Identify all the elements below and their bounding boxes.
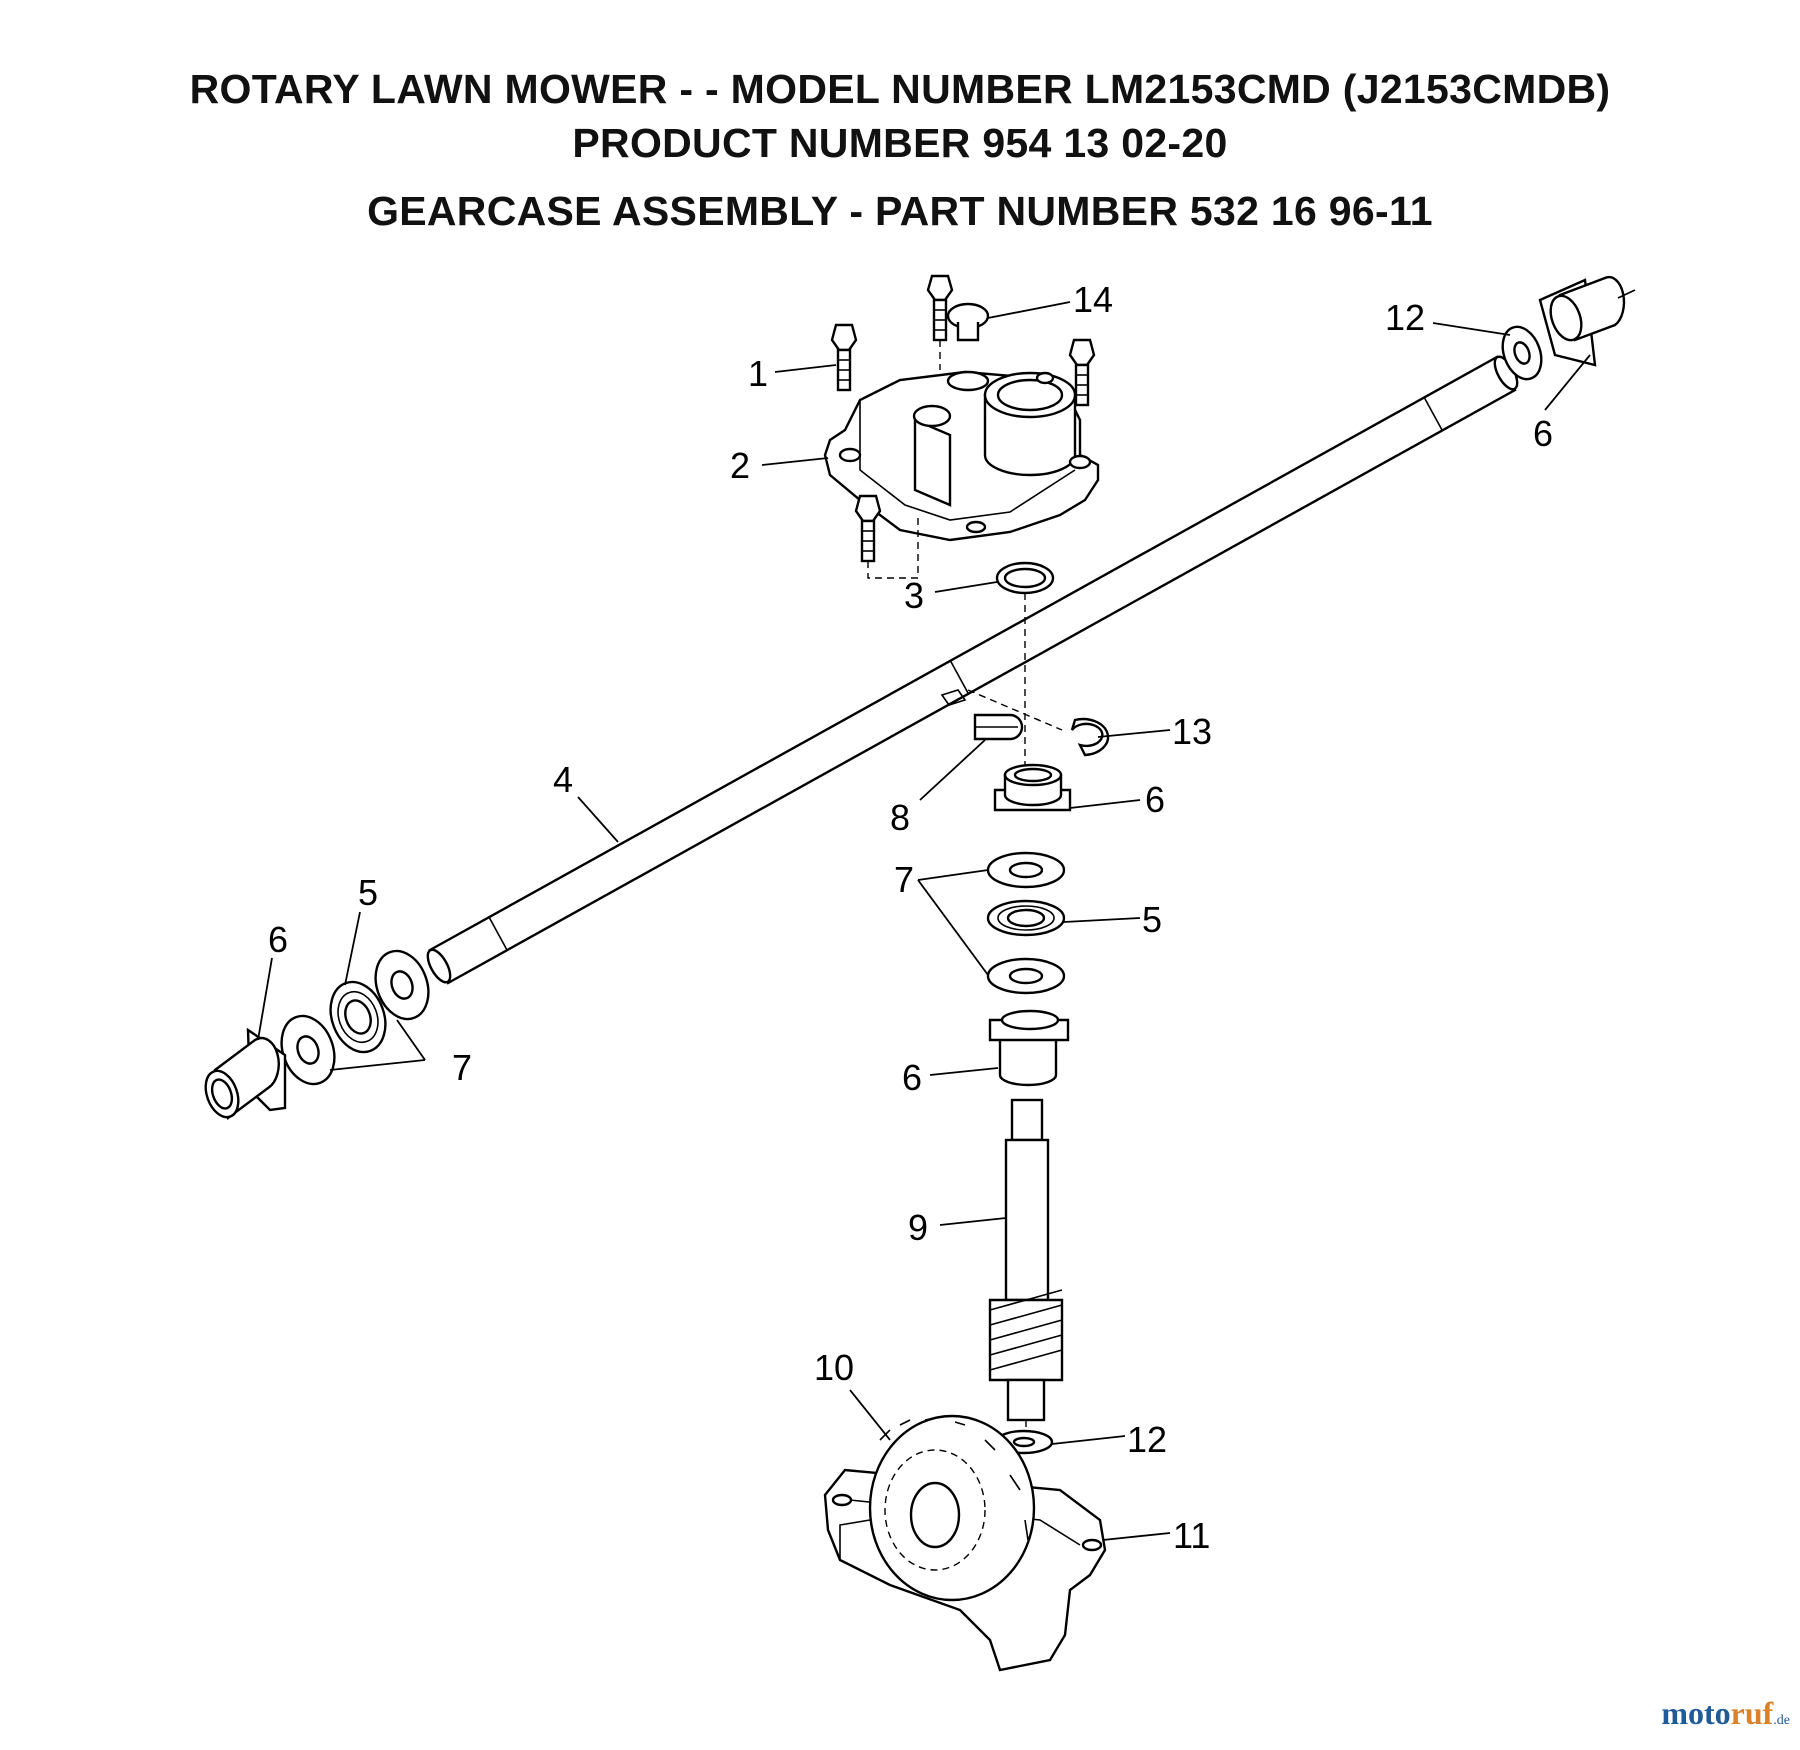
screw-right	[1068, 338, 1096, 407]
watermark-part1: moto	[1661, 1695, 1731, 1731]
callout-6-left: 6	[268, 919, 288, 960]
callout-6-right: 6	[1533, 413, 1553, 454]
header-product-line: PRODUCT NUMBER 954 13 02-20	[572, 120, 1228, 166]
callout-3: 3	[904, 575, 924, 616]
callout-10: 10	[814, 1347, 854, 1388]
worm-shaft-9	[988, 1098, 1064, 1440]
callout-1: 1	[748, 353, 768, 394]
watermark-suffix: .de	[1773, 1713, 1790, 1728]
screw-bottom-left	[854, 494, 919, 579]
axle-shaft-4	[426, 355, 1519, 985]
washer-12-upper	[1501, 325, 1543, 381]
callout-7-left: 7	[452, 1047, 472, 1088]
callout-9: 9	[908, 1207, 928, 1248]
callout-13: 13	[1172, 711, 1212, 752]
callout-2: 2	[730, 445, 750, 486]
key-8	[973, 713, 1024, 741]
callout-12-lower: 12	[1127, 1419, 1167, 1460]
screw-top-center	[926, 274, 954, 370]
seal-3	[995, 561, 1055, 770]
callout-12-upper: 12	[1385, 297, 1425, 338]
washer-vertical-bottom	[986, 957, 1066, 995]
callout-6-lower-bushing: 6	[902, 1057, 922, 1098]
leader-lines	[257, 301, 1591, 1541]
callout-5-left: 5	[358, 872, 378, 913]
callout-8: 8	[890, 797, 910, 838]
bushing-left	[204, 1027, 287, 1121]
callout-labels: 1 2 3 4 5 6 7 8 13 6 7 5 6 9 10 12 11 12…	[268, 279, 1553, 1556]
callout-5-vertical: 5	[1142, 899, 1162, 940]
washer-vertical-top	[986, 851, 1066, 889]
worm-gear-10	[868, 1414, 1036, 1602]
plug-14	[946, 302, 990, 342]
callout-11: 11	[1173, 1515, 1210, 1556]
callout-6-upper-bushing: 6	[1145, 779, 1165, 820]
bushing-vertical-upper	[993, 763, 1072, 812]
watermark-part2: ruf	[1730, 1695, 1774, 1731]
diagram-header: ROTARY LAWN MOWER - - MODEL NUMBER LM215…	[0, 62, 1800, 238]
site-watermark: motoruf.de	[1661, 1695, 1790, 1732]
bushing-right	[1538, 275, 1636, 367]
callout-14: 14	[1073, 279, 1113, 320]
bushing-vertical-lower	[988, 1009, 1070, 1087]
thrust-washer-vertical	[986, 899, 1066, 937]
screw-left	[830, 323, 858, 392]
retaining-ring-13	[967, 689, 1110, 757]
callout-7-vertical: 7	[894, 859, 914, 900]
washer-left-outer	[374, 949, 430, 1021]
header-model-line: ROTARY LAWN MOWER - - MODEL NUMBER LM215…	[189, 66, 1611, 112]
gearcase-cover-2	[823, 370, 1100, 542]
callout-4: 4	[553, 759, 573, 800]
header-assembly-line: GEARCASE ASSEMBLY - PART NUMBER 532 16 9…	[367, 188, 1433, 234]
